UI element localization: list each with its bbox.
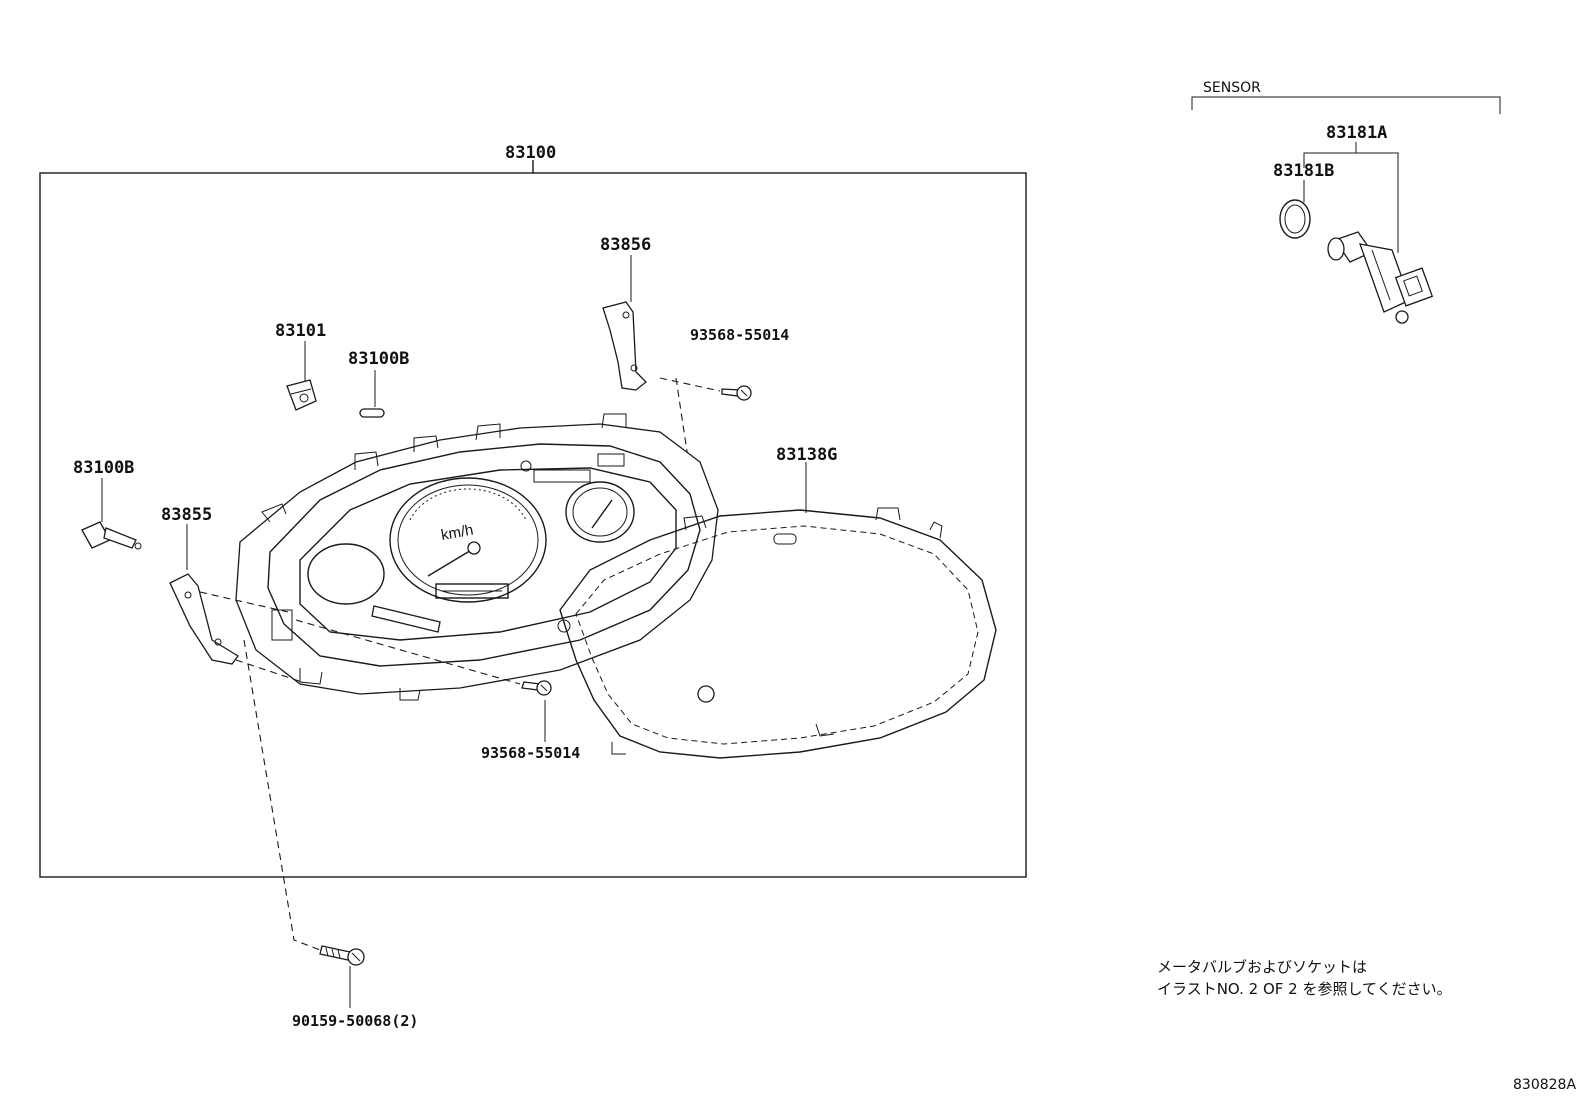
instrument-cluster-body bbox=[235, 413, 719, 701]
callout-83100b-upper: 83100B bbox=[348, 349, 409, 369]
callout-83100: 83100 bbox=[505, 143, 556, 163]
bracket-right-hole-2 bbox=[630, 364, 638, 372]
callout-90159-50068: 90159-50068(2) bbox=[292, 1012, 418, 1030]
oring-part bbox=[1279, 199, 1311, 239]
bracket-left-dash bbox=[199, 591, 289, 613]
bracket-left-hole bbox=[184, 591, 192, 599]
bracket-left-part bbox=[169, 573, 239, 665]
oring-part-inner bbox=[1284, 204, 1306, 234]
callout-83856: 83856 bbox=[600, 235, 651, 255]
screw-lower-dash bbox=[295, 619, 521, 685]
left-gauge bbox=[307, 543, 385, 605]
callout-83181a: 83181A bbox=[1326, 123, 1387, 143]
right-gauge bbox=[565, 481, 635, 543]
speedometer-dial bbox=[389, 477, 547, 603]
screw-lower-part bbox=[521, 680, 552, 696]
note-line-1: メータバルブおよびソケットは bbox=[1157, 958, 1367, 976]
screw-upper-dash bbox=[659, 377, 721, 392]
trip-knob bbox=[371, 605, 441, 633]
callout-83101: 83101 bbox=[275, 321, 326, 341]
bracket-left-hole-2 bbox=[214, 638, 222, 646]
sensor-group-bracket bbox=[1191, 96, 1501, 114]
figure-code: 830828A bbox=[1513, 1077, 1576, 1093]
group-label-sensor: SENSOR bbox=[1203, 80, 1261, 96]
bracket-right-hole bbox=[622, 311, 630, 319]
callout-83181b: 83181B bbox=[1273, 161, 1334, 181]
bulb-upper-part bbox=[359, 408, 385, 418]
speed-sensor-part bbox=[1327, 231, 1434, 324]
bulb-left-part bbox=[81, 521, 142, 550]
speed-unit-label: km/h bbox=[440, 522, 475, 544]
socket-part bbox=[286, 379, 317, 411]
bracket-right-part bbox=[602, 301, 647, 391]
callout-93568-55014-upper: 93568-55014 bbox=[690, 326, 789, 344]
sensor-leader-fork bbox=[1303, 152, 1399, 253]
glass-part bbox=[557, 507, 997, 759]
screw-upper-part bbox=[721, 385, 752, 401]
callout-83855: 83855 bbox=[161, 505, 212, 525]
callout-83138g: 83138G bbox=[776, 445, 837, 465]
note-line-2: イラストNO. 2 OF 2 を参照してください。 bbox=[1157, 980, 1452, 998]
callout-83100b-left: 83100B bbox=[73, 458, 134, 478]
bolt-part bbox=[319, 945, 365, 966]
bolt-dash bbox=[243, 639, 321, 951]
odometer-window bbox=[435, 583, 509, 599]
callout-93568-55014-lower: 93568-55014 bbox=[481, 744, 580, 762]
